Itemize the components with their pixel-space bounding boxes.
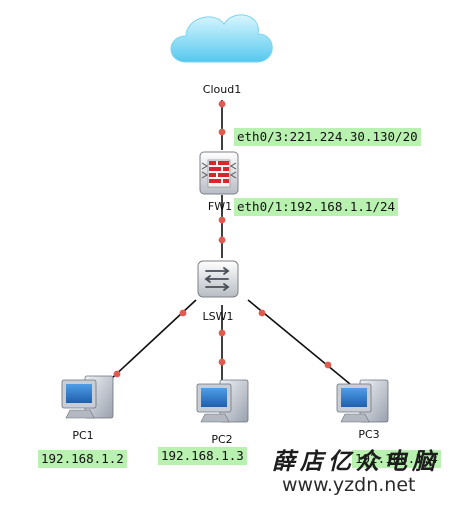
endpoint-switch-pc1 (179, 309, 187, 317)
pc1-icon (61, 375, 114, 419)
watermark-url: www.yzdn.net (282, 474, 416, 496)
endpoint-switch-pc2 (218, 329, 226, 337)
cloud-label: Cloud1 (203, 83, 241, 96)
endpoint-cloud (218, 100, 226, 108)
endpoint-switch-pc3 (258, 309, 266, 317)
pc1-label: PC1 (72, 429, 93, 442)
switch-label: LSW1 (203, 310, 234, 323)
firewall-label: FW1 (208, 200, 232, 213)
pc3-label: PC3 (358, 428, 379, 441)
endpoint-switch-up (218, 236, 226, 244)
endpoint-fw-inside (218, 216, 226, 224)
pc2-ip-label: 192.168.1.3 (158, 447, 247, 465)
pc1-ip-label: 192.168.1.2 (38, 450, 127, 468)
link-endpoints (113, 100, 332, 378)
pc3-ip-label: 192.168.1.4 (352, 450, 441, 468)
pc2-icon (196, 379, 249, 423)
pc2-label: PC2 (211, 433, 232, 446)
fw-outside-interface-label: eth0/3:221.224.30.130/20 (234, 128, 421, 146)
endpoint-pc3 (324, 361, 332, 369)
endpoint-pc2 (218, 358, 226, 366)
cloud-icon (170, 14, 273, 63)
endpoint-pc1 (113, 370, 121, 378)
watermark-brand: 薛店亿众电脑 (272, 448, 440, 475)
firewall-icon (199, 151, 239, 195)
fw-inside-interface-label: eth0/1:192.168.1.1/24 (234, 198, 399, 216)
link-switch-pc1 (96, 299, 197, 393)
pc3-icon (336, 379, 389, 423)
endpoint-fw-outside (218, 128, 226, 136)
switch-icon (197, 260, 239, 298)
